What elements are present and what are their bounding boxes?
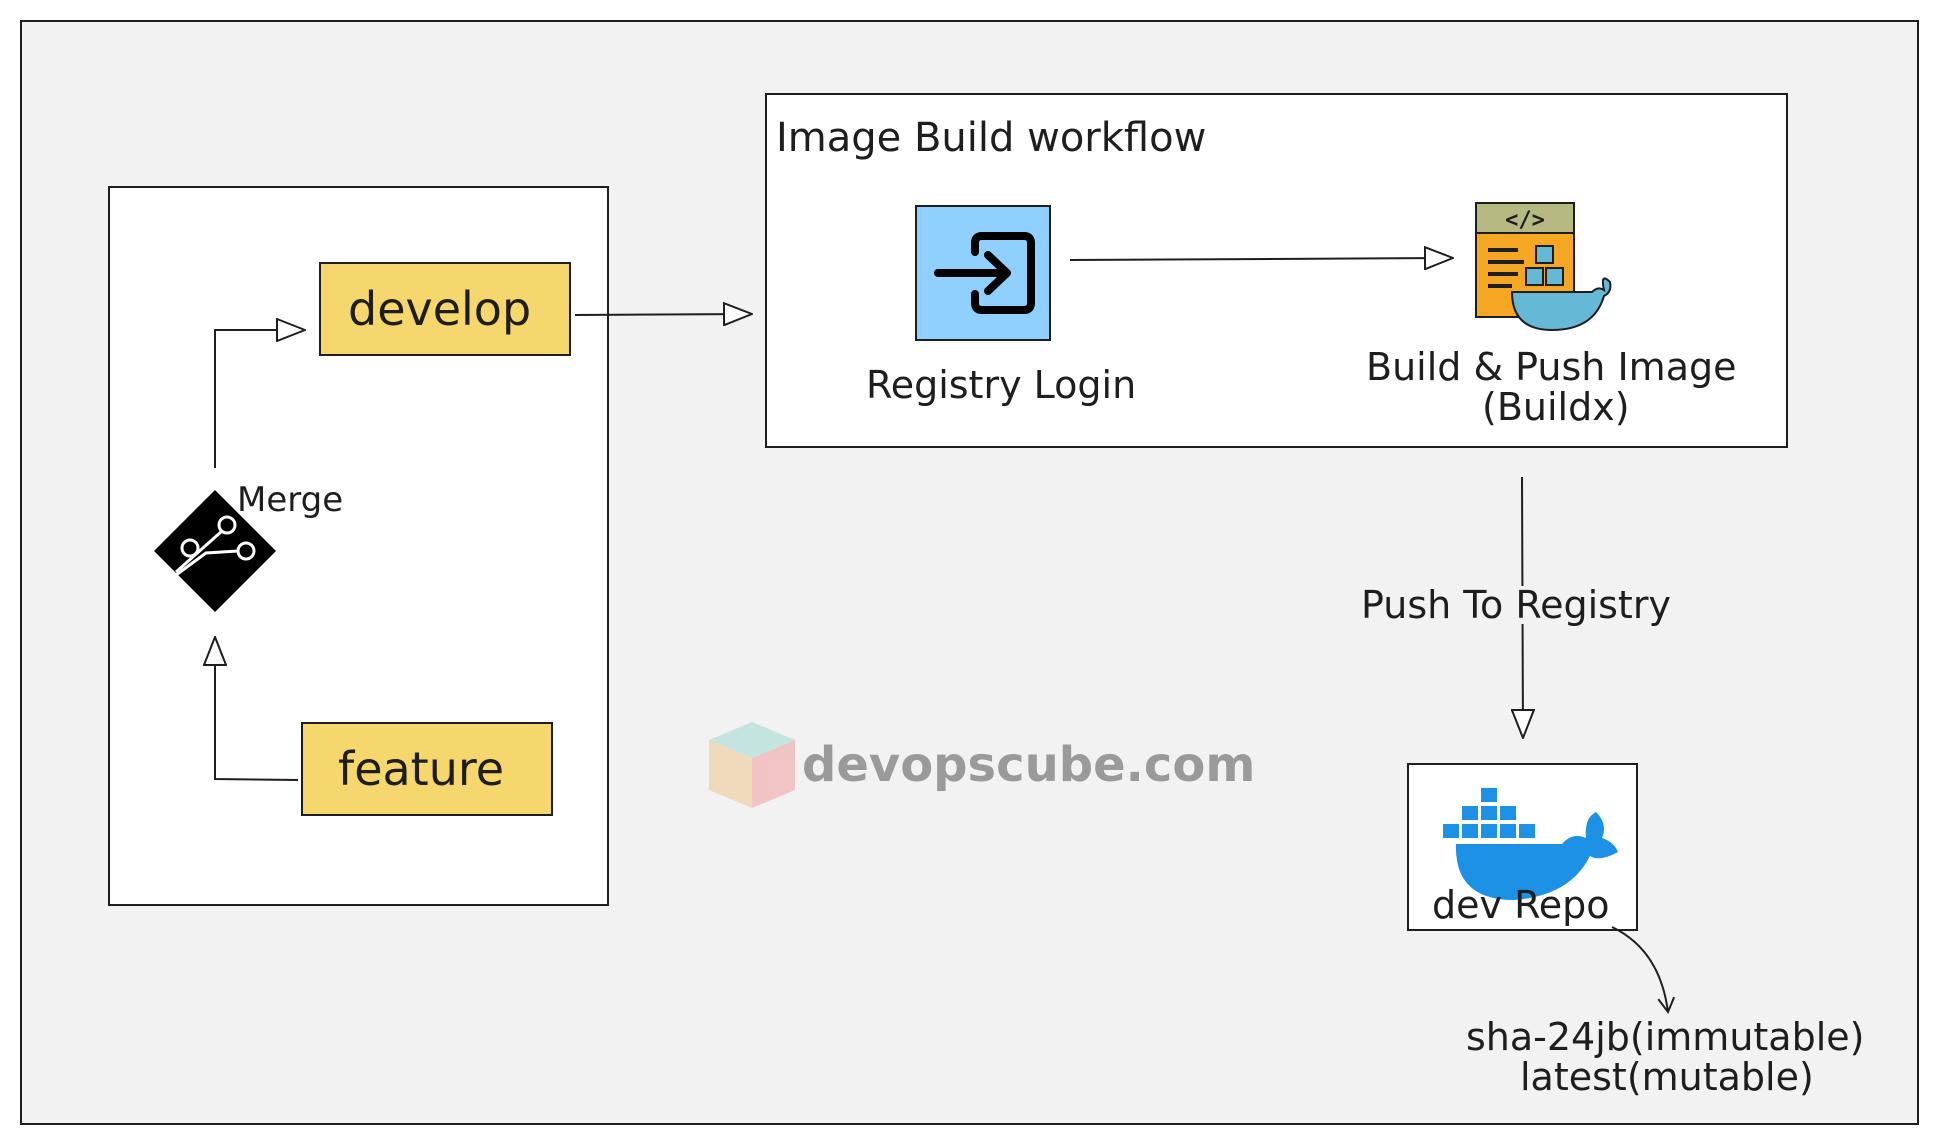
workflow-title: Image Build workflow [776, 115, 1207, 161]
feature-to-merge-arrow [215, 637, 299, 781]
login-icon [915, 205, 1051, 341]
feature-branch-box [301, 722, 553, 816]
develop-to-workflow-arrow [574, 314, 752, 315]
cube-logo-icon [709, 722, 795, 808]
feature-branch-label: feature [338, 742, 505, 796]
dev-repo-label: dev Repo [1432, 883, 1610, 927]
build-push-label-line2: (Buildx) [1482, 385, 1630, 429]
build-push-label-line1: Build & Push Image [1366, 345, 1737, 389]
svg-text:</>: </> [1505, 208, 1545, 233]
merge-to-develop-arrow [214, 330, 305, 468]
tag-mutable: latest(mutable) [1520, 1055, 1814, 1099]
develop-branch-box [319, 262, 571, 356]
merge-label: Merge [237, 480, 344, 520]
registry-login-label: Registry Login [866, 363, 1137, 407]
watermark-text: devopscube.com [802, 737, 1256, 793]
tag-immutable: sha-24jb(immutable) [1466, 1015, 1865, 1059]
login-to-build-arrow [1069, 258, 1453, 260]
build-code-docker-icon: </> [1475, 202, 1612, 332]
merge-icon [154, 490, 276, 612]
develop-branch-label: develop [348, 282, 532, 336]
repo-to-tags-arrow [1611, 926, 1676, 1014]
push-to-registry-label: Push To Registry [1361, 583, 1671, 627]
docker-whale-icon [1443, 788, 1618, 900]
